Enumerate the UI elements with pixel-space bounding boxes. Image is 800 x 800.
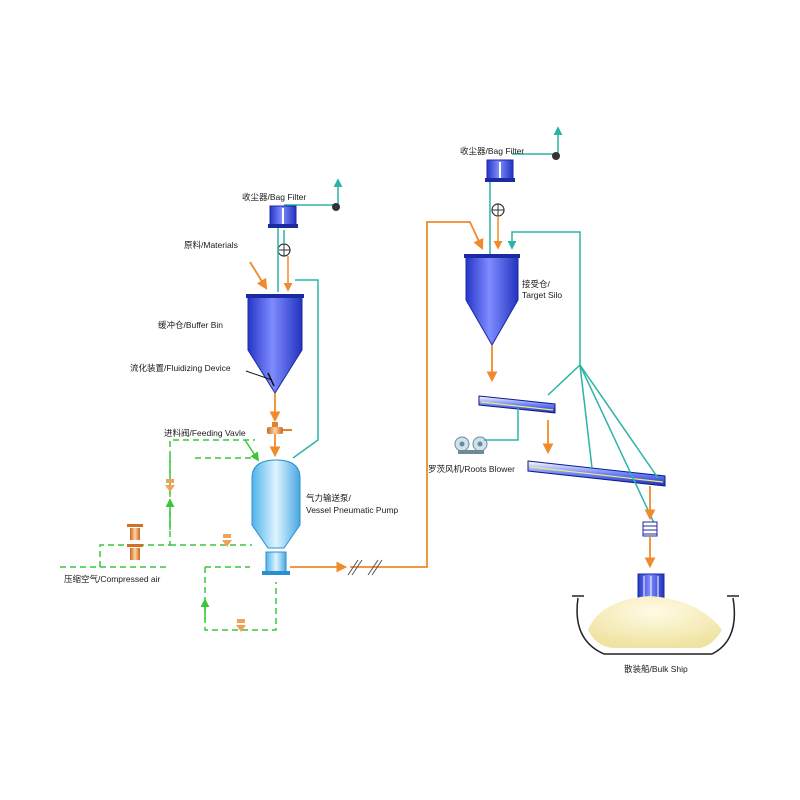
- air-valve-icon-2: [127, 544, 143, 560]
- bag-filter-right: [485, 159, 515, 182]
- fan-motor-icon: [332, 203, 340, 211]
- compressed-air-arrow-1: [244, 439, 259, 462]
- roots-blower-icon: [454, 436, 488, 454]
- air-valve-icon-5: [236, 619, 246, 632]
- pipe-break-mark-1: [347, 559, 359, 576]
- label-bag-filter-right: 收尘器/Bag Filter: [460, 146, 524, 156]
- label-bag-filter-left: 收尘器/Bag Filter: [242, 192, 306, 202]
- exhaust-fan-icon-right: [491, 203, 505, 217]
- label-feeding-valve: 进料阀/Feeding Vavle: [164, 428, 246, 438]
- loading-spout-icon: [642, 521, 658, 537]
- conveying-pipeline-riser: [405, 221, 484, 568]
- compressed-air-network: [60, 439, 277, 631]
- label-vessel-pump-line1: 气力输送泵/: [306, 493, 352, 503]
- air-valve-icon-3: [165, 479, 175, 492]
- air-valve-icon-1: [127, 524, 143, 540]
- air-slide-conveyor-2: [527, 460, 666, 487]
- air-slide-conveyor-1: [478, 395, 556, 414]
- label-buffer-bin: 缓冲仓/Buffer Bin: [158, 320, 223, 330]
- silo-return-air-line: [507, 231, 581, 365]
- label-compressed-air: 压缩空气/Compressed air: [64, 574, 161, 584]
- pipe-break-mark-2: [351, 559, 363, 576]
- blower-air-line: [484, 408, 519, 441]
- label-bulk-ship: 散装船/Bulk Ship: [624, 664, 688, 674]
- fan-motor-icon-right: [552, 152, 560, 160]
- feeding-valve-icon: [267, 422, 292, 434]
- dust-collection-lines: [547, 364, 659, 526]
- label-materials: 原料/Materials: [184, 240, 238, 250]
- label-target-silo-line2: Target Silo: [522, 290, 562, 300]
- buffer-bin: [246, 294, 304, 394]
- return-air-line-left: [292, 279, 319, 459]
- materials-feed-arrow: [249, 261, 268, 290]
- label-fluidizing-device: 流化装置/Fluidizing Device: [130, 363, 231, 373]
- exhaust-fan-icon: [277, 243, 291, 257]
- label-target-silo-line1: 接受仓/: [522, 279, 551, 289]
- bag-filter-left: [268, 205, 298, 228]
- label-vessel-pump-line2: Vessel Pneumatic Pump: [306, 505, 398, 515]
- vessel-pneumatic-pump: [251, 459, 301, 575]
- air-valve-icon-4: [222, 534, 232, 547]
- pipe-break-mark-3: [367, 559, 379, 576]
- bulk-ship: [572, 595, 739, 655]
- pipe-break-mark-4: [371, 559, 383, 576]
- target-silo: [464, 254, 520, 346]
- label-roots-blower: 罗茨风机/Roots Blower: [428, 464, 515, 474]
- fluidizing-device-pointer: [245, 370, 275, 387]
